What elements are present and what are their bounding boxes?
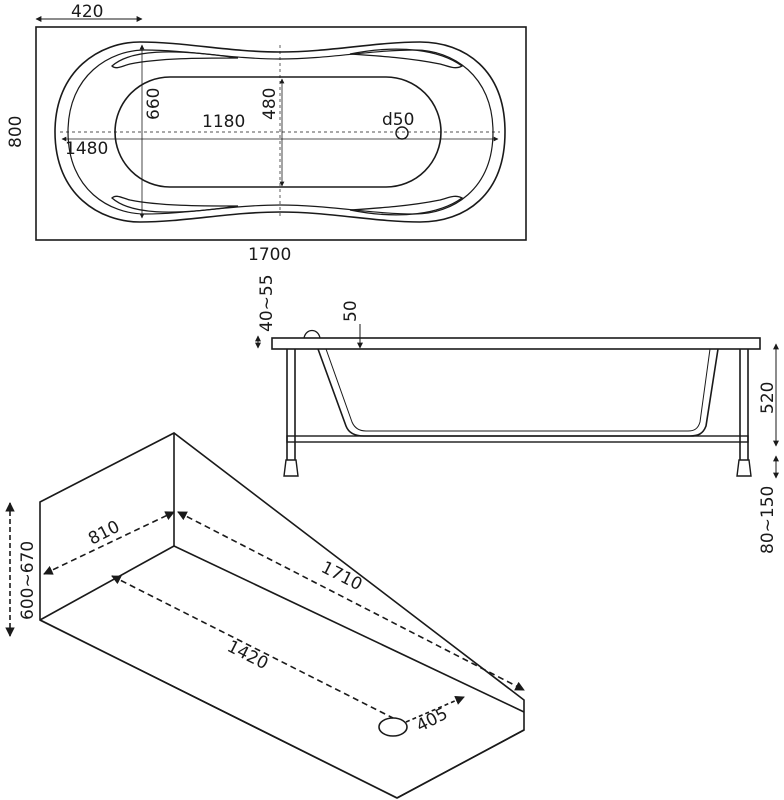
side-lip-label: 50 — [341, 300, 361, 322]
isometric-view: 810 1710 600~670 1420 405 — [5, 432, 525, 799]
iso-length-label: 1710 — [318, 558, 366, 595]
tub-rim — [271, 337, 761, 350]
top-bottom-width-label: 480 — [260, 88, 280, 120]
top-length-label: 1700 — [248, 245, 291, 265]
iso-box-outline — [39, 432, 525, 799]
top-inner-width-label: 660 — [144, 88, 164, 120]
armrest-top-left — [111, 51, 239, 69]
armrest-bottom-left — [111, 195, 239, 213]
iso-bottom-length-label: 1420 — [224, 637, 272, 674]
iso-drain-offset-label: 405 — [413, 704, 451, 737]
top-view: 420 800 1700 1480 1180 660 480 d50 — [6, 2, 527, 265]
tub-bottom-outline — [114, 76, 442, 188]
tub-body — [317, 348, 719, 437]
bowl-outer-rim — [54, 41, 506, 223]
iso-height-label: 600~670 — [18, 541, 38, 620]
tub-foot-left — [283, 459, 299, 477]
top-width-label: 420 — [71, 2, 103, 22]
tub-foot-right — [736, 459, 752, 477]
bowl-inner-rim — [67, 49, 494, 215]
top-view-outline — [35, 26, 527, 241]
side-legs-label: 80~150 — [758, 486, 778, 554]
top-height-label: 800 — [6, 116, 26, 148]
iso-drain-hole — [378, 717, 408, 737]
top-bottom-length-label: 1180 — [202, 112, 245, 132]
top-inner-length-label: 1480 — [65, 139, 108, 159]
side-rim-label: 40~55 — [257, 274, 277, 332]
iso-width-label: 810 — [85, 517, 123, 550]
armrest-top-right — [349, 48, 464, 69]
top-drain-label: d50 — [382, 110, 414, 130]
side-view: 40~55 50 520 80~150 — [255, 274, 779, 554]
armrest-bottom-right — [349, 195, 464, 216]
side-depth-label: 520 — [758, 382, 778, 414]
